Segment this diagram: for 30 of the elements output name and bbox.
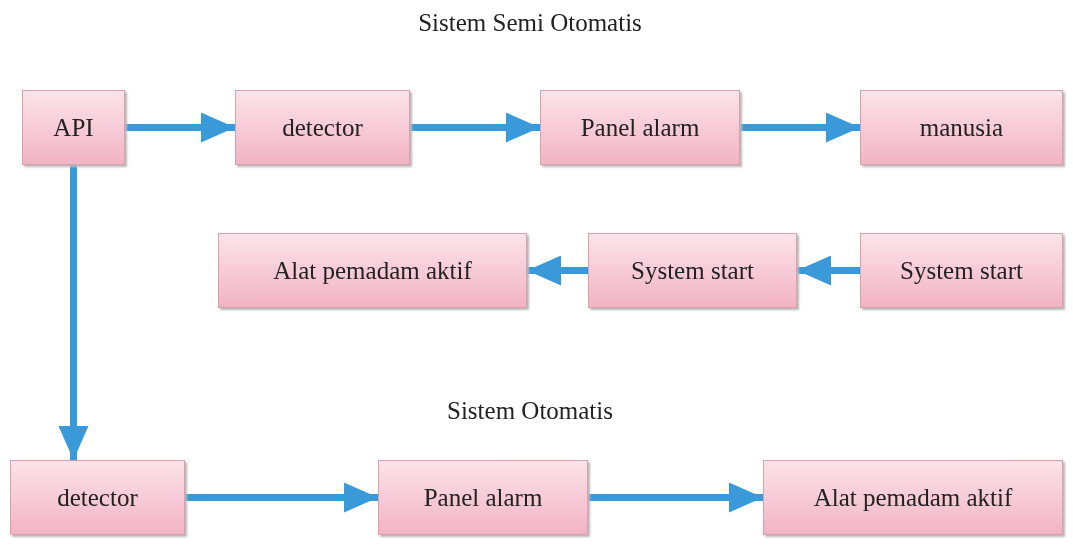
process-box: [763, 460, 1063, 535]
arrow: [588, 482, 763, 513]
process-box: [860, 90, 1063, 165]
arrow: [125, 112, 235, 143]
node-text: Panel alarm: [423, 482, 543, 513]
node-text: API: [53, 112, 94, 143]
process-box: [10, 460, 185, 535]
node-text: manusia: [919, 112, 1004, 143]
section-label: Sistem Otomatis: [447, 396, 613, 426]
process-box: [218, 233, 527, 308]
node-text: Panel alarm: [580, 112, 700, 143]
process-box: [588, 233, 797, 308]
node-text: Alat pemadam aktif: [273, 255, 472, 286]
process-box: [22, 90, 125, 165]
arrow: [185, 482, 378, 513]
node-text: detector: [282, 112, 363, 143]
process-box: [860, 233, 1063, 308]
arrow: [527, 255, 588, 286]
arrow: [410, 112, 540, 143]
process-box: [540, 90, 740, 165]
process-box: [235, 90, 410, 165]
node-text: detector: [57, 482, 138, 513]
node-text: Alat pemadam aktif: [813, 482, 1013, 513]
node-text: System start: [900, 255, 1023, 286]
node-text: System start: [631, 255, 754, 286]
process-box: [378, 460, 588, 535]
arrow: [797, 255, 860, 286]
diagram-title: Sistem Semi Otomatis: [417, 8, 643, 38]
arrow: [740, 112, 860, 143]
arrow: [58, 165, 89, 460]
